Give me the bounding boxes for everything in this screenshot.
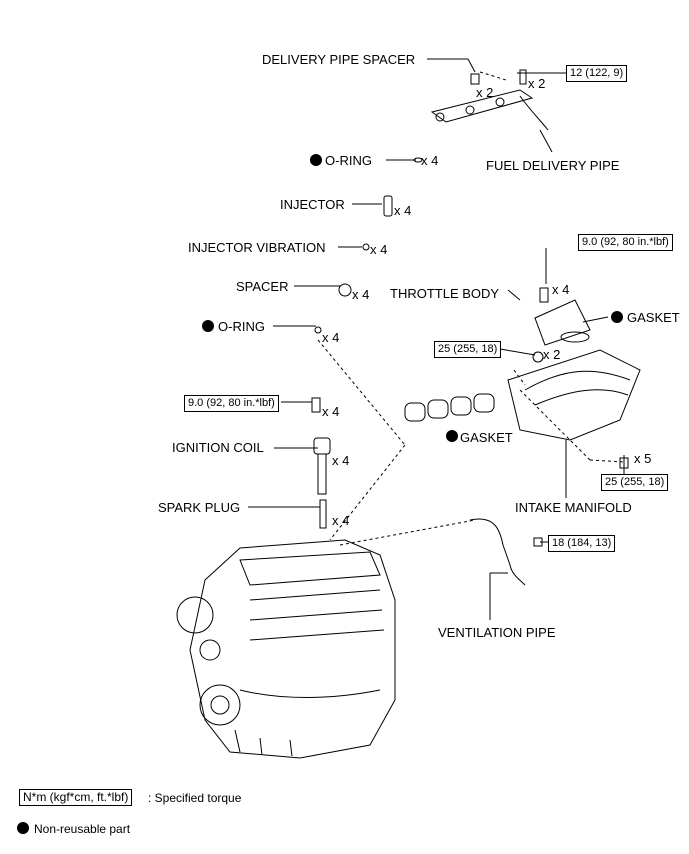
- label-ignition-coil: IGNITION COIL: [172, 440, 264, 455]
- label-injector: INJECTOR: [280, 197, 345, 212]
- qty-spark-plug: x 4: [332, 513, 350, 528]
- qty-spacer: x 4: [352, 287, 370, 302]
- legend-torque-unit: N*m (kgf*cm, ft.*lbf): [19, 789, 133, 806]
- label-injector-vibration: INJECTOR VIBRATION: [188, 240, 326, 255]
- label-fuel-delivery-pipe: FUEL DELIVERY PIPE: [486, 158, 620, 173]
- label-intake-manifold: INTAKE MANIFOLD: [515, 500, 632, 515]
- non-reusable-dot-icon: [17, 822, 29, 834]
- label-gasket-2: GASKET: [460, 430, 513, 445]
- label-throttle-body: THROTTLE BODY: [390, 286, 500, 301]
- qty-o-ring-1: x 4: [421, 153, 439, 168]
- qty-injector: x 4: [394, 203, 412, 218]
- label-spark-plug: SPARK PLUG: [158, 500, 241, 515]
- label-delivery-pipe-spacer: DELIVERY PIPE SPACER: [262, 52, 416, 67]
- qty-vibration: x 4: [370, 242, 388, 257]
- torque-delivery-pipe: 12 (122, 9): [566, 65, 628, 82]
- qty-throttle-bolt: x 4: [552, 282, 570, 297]
- label-gasket-1: GASKET: [627, 310, 680, 325]
- label-ventilation-pipe: VENTILATION PIPE: [438, 625, 556, 640]
- legend-non-reusable: Non-reusable part: [17, 822, 130, 837]
- qty-ignition-coil: x 4: [332, 453, 350, 468]
- label-o-ring-2: O-RING: [218, 319, 265, 334]
- qty-o-ring-2: x 4: [322, 330, 340, 345]
- label-o-ring-1: O-RING: [325, 153, 372, 168]
- qty-delivery-spacer: x 2: [476, 85, 494, 100]
- qty-pipe-bolt: x 2: [528, 76, 546, 91]
- label-spacer: SPACER: [236, 279, 289, 294]
- torque-manifold-nut: 25 (255, 18): [434, 341, 502, 358]
- torque-ventilation: 18 (184, 13): [548, 535, 616, 552]
- qty-manifold-bolt: x 5: [634, 451, 652, 466]
- legend-torque-desc: : Specified torque: [148, 791, 242, 805]
- torque-ignition-coil: 9.0 (92, 80 in.*lbf): [184, 395, 279, 412]
- torque-manifold-bolt: 25 (255, 18): [601, 474, 669, 491]
- qty-coil-bolt: x 4: [322, 404, 340, 419]
- torque-throttle-body: 9.0 (92, 80 in.*lbf): [578, 234, 673, 251]
- qty-manifold-nut: x 2: [543, 347, 561, 362]
